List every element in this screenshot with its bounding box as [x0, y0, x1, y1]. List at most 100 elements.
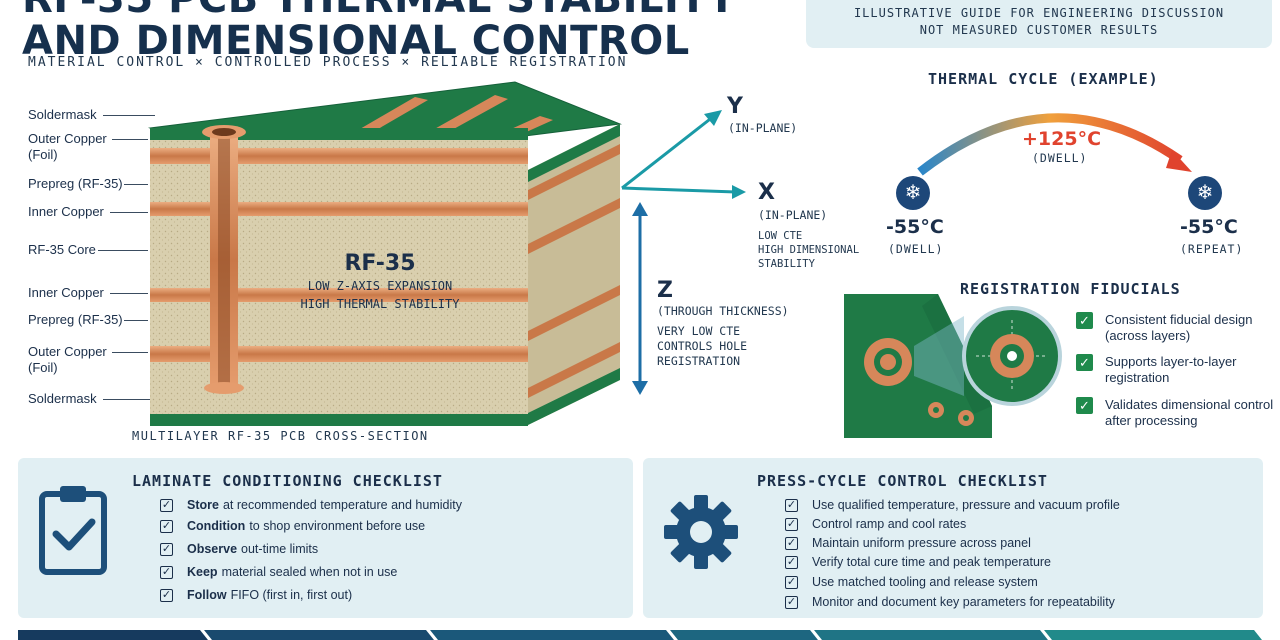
end-temp: -55°C: [1180, 216, 1238, 238]
layer-label-prepreg-top: Prepreg (RF-35): [28, 176, 123, 191]
axis-x-note-3: STABILITY: [758, 258, 815, 270]
fiducial-benefit-3-line-2: after processing: [1105, 413, 1198, 428]
page-title: RF-35 PCB THERMAL STABILITY AND DIMENSIO…: [22, 0, 737, 62]
checkbox-checked-icon: ✓: [160, 498, 173, 512]
leader-line: [124, 320, 148, 321]
leader-line: [103, 115, 155, 116]
laminate-item-3-text: out-time limits: [241, 542, 319, 556]
disclaimer-box: ILLUSTRATIVE GUIDE FOR ENGINEERING DISCU…: [806, 0, 1272, 48]
leader-line: [112, 139, 148, 140]
peak-label: (DWELL): [1032, 151, 1088, 165]
checkbox-checked-icon: ✓: [785, 536, 798, 550]
fiducial-benefit-1-line-2: (across layers): [1105, 328, 1191, 343]
thermal-cycle-arc: [917, 113, 1192, 176]
layer-label-soldermask-top: Soldermask: [28, 107, 97, 122]
laminate-item-4-text: material sealed when not in use: [221, 565, 398, 579]
press-item-3: ✓ Maintain uniform pressure across panel: [785, 536, 1031, 550]
disclaimer-line-1: ILLUSTRATIVE GUIDE FOR ENGINEERING DISCU…: [853, 6, 1225, 20]
layer-label-inner-copper-top: Inner Copper: [28, 204, 104, 219]
axis-x-note-2: HIGH DIMENSIONAL: [758, 244, 860, 256]
leader-line: [112, 352, 148, 353]
axis-arrows: [621, 110, 746, 395]
checkbox-checked-icon: ✓: [160, 519, 173, 533]
fiducial-benefit-1: ✓ Consistent fiducial design(across laye…: [1076, 312, 1252, 344]
press-item-6-text: Monitor and document key parameters for …: [812, 595, 1115, 609]
axis-x-note-1: LOW CTE: [758, 230, 803, 242]
check-icon: ✓: [1076, 397, 1093, 414]
start-temp: -55°C: [886, 216, 944, 238]
press-item-1: ✓ Use qualified temperature, pressure and…: [785, 498, 1120, 512]
layer-label-outer-copper-bottom: Outer Copper (Foil): [28, 344, 107, 375]
axis-z-note-3: REGISTRATION: [657, 354, 741, 368]
leader-line: [98, 250, 148, 251]
checkbox-checked-icon: ✓: [160, 542, 173, 556]
checkbox-checked-icon: ✓: [785, 498, 798, 512]
snowflake-icon: ❄: [1188, 176, 1222, 210]
axis-z-note-1: VERY LOW CTE: [657, 324, 741, 338]
leader-line: [110, 293, 148, 294]
axis-x-sub: (IN-PLANE): [758, 208, 828, 222]
start-label: (DWELL): [888, 242, 944, 256]
fiducial-benefit-2-line-1: Supports layer-to-layer: [1105, 354, 1237, 369]
snowflake-icon: ❄: [896, 176, 930, 210]
axis-y-sub: (IN-PLANE): [728, 121, 798, 135]
press-item-3-text: Maintain uniform pressure across panel: [812, 536, 1031, 550]
axis-z-sub: (THROUGH THICKNESS): [657, 304, 789, 318]
press-item-2-text: Control ramp and cool rates: [812, 517, 967, 531]
press-checklist-panel: PRESS-CYCLE CONTROL CHECKLIST ✓ Use quali…: [643, 458, 1263, 618]
fiducial-illustration: [844, 294, 1062, 438]
thermal-cycle-title: THERMAL CYCLE (EXAMPLE): [928, 70, 1159, 88]
axis-y-letter: Y: [727, 94, 743, 119]
leader-line: [110, 212, 148, 213]
laminate-item-2-text: to shop environment before use: [249, 519, 426, 533]
checkbox-checked-icon: ✓: [785, 595, 798, 609]
laminate-item-1-text: at recommended temperature and humidity: [222, 498, 462, 512]
laminate-item-3-bold: Observe: [187, 542, 238, 556]
layer-label-soldermask-bottom: Soldermask: [28, 391, 97, 406]
leader-line: [103, 399, 155, 400]
layer-label-core: RF-35 Core: [28, 242, 96, 257]
pcb-cross-section-illustration: RF-35 LOW Z-AXIS EXPANSION HIGH THERMAL …: [148, 81, 622, 426]
checkbox-checked-icon: ✓: [160, 588, 173, 602]
fiducial-benefit-2-line-2: registration: [1105, 370, 1170, 385]
fiducial-benefit-1-line-1: Consistent fiducial design: [1105, 312, 1253, 327]
fiducials-title: REGISTRATION FIDUCIALS: [960, 280, 1181, 298]
press-item-6: ✓ Monitor and document key parameters for…: [785, 595, 1115, 609]
leader-line: [124, 184, 148, 185]
laminate-item-5-text: FIFO (first in, first out): [230, 588, 353, 602]
laminate-checklist-title: LAMINATE CONDITIONING CHECKLIST: [132, 472, 443, 490]
press-checklist-title: PRESS-CYCLE CONTROL CHECKLIST: [757, 472, 1048, 490]
axis-z-note-2: CONTROLS HOLE: [657, 339, 748, 353]
press-item-2: ✓ Control ramp and cool rates: [785, 517, 966, 531]
tagline: MATERIAL CONTROL × CONTROLLED PROCESS × …: [28, 55, 628, 70]
axis-z-letter: Z: [657, 278, 673, 303]
fiducial-benefit-3-line-1: Validates dimensional control: [1105, 397, 1274, 412]
checkbox-checked-icon: ✓: [785, 575, 798, 589]
check-icon: ✓: [1076, 312, 1093, 329]
title-line-1: RF-35 PCB THERMAL STABILITY: [22, 0, 737, 20]
press-item-1-text: Use qualified temperature, pressure and …: [812, 498, 1120, 512]
clipboard-check-icon: [39, 486, 107, 575]
press-item-4-text: Verify total cure time and peak temperat…: [812, 555, 1052, 569]
checkbox-checked-icon: ✓: [160, 565, 173, 579]
cross-section-caption: MULTILAYER RF-35 PCB CROSS-SECTION: [132, 429, 429, 443]
end-label: (REPEAT): [1180, 242, 1244, 256]
layer-label-inner-copper-bottom: Inner Copper: [28, 285, 104, 300]
laminate-item-4-bold: Keep: [187, 565, 218, 579]
checkbox-checked-icon: ✓: [785, 517, 798, 531]
gear-icon: [664, 495, 738, 569]
core-line-1: LOW Z-AXIS EXPANSION: [308, 279, 453, 293]
laminate-item-2-bold: Condition: [187, 519, 246, 533]
laminate-item-5-bold: Follow: [187, 588, 227, 602]
laminate-item-1-bold: Store: [187, 498, 219, 512]
press-item-5-text: Use matched tooling and release system: [812, 575, 1038, 589]
layer-label-prepreg-bottom: Prepreg (RF-35): [28, 312, 123, 327]
checkbox-checked-icon: ✓: [785, 555, 798, 569]
